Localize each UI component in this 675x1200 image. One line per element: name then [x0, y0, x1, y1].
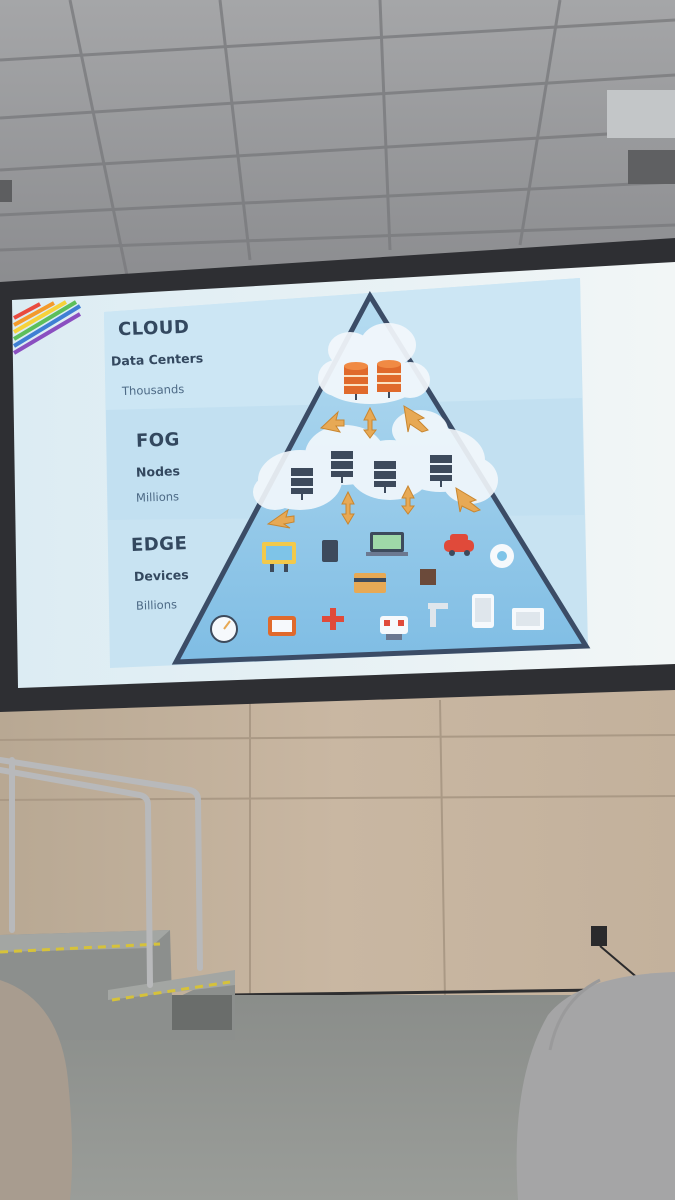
faucet-icon	[428, 603, 448, 627]
arrow-icon	[363, 406, 377, 439]
tv-icon	[268, 616, 296, 636]
wall-outlet	[591, 926, 607, 946]
tier-title-fog: FOG	[135, 429, 181, 452]
server-icon	[331, 451, 353, 483]
robot-icon	[380, 616, 408, 640]
ceiling	[0, 0, 675, 291]
thermostat-icon	[512, 608, 544, 630]
gauge-icon	[210, 615, 238, 643]
laptop-icon	[366, 532, 408, 556]
server-icon	[291, 468, 313, 500]
arrow-icon	[455, 487, 482, 513]
handrail	[0, 757, 203, 988]
slide	[12, 278, 591, 668]
tier-title-cloud: CLOUD	[117, 316, 190, 341]
audience-head-left	[0, 980, 73, 1200]
medical-icon	[322, 608, 344, 630]
ceiling-light	[607, 90, 675, 138]
database-icon	[344, 362, 368, 400]
rainbow-stripes	[12, 300, 82, 355]
tier-count-cloud: Thousands	[121, 381, 185, 399]
audience-head-right	[516, 972, 675, 1200]
tier-subtitle-cloud: Data Centers	[110, 350, 204, 369]
tier-subtitle-fog: Nodes	[135, 463, 181, 480]
server-icon	[374, 461, 396, 493]
tablet-icon	[322, 540, 338, 562]
tier-count-fog: Millions	[135, 489, 180, 505]
arrow-icon	[266, 508, 295, 529]
car-icon	[444, 534, 474, 556]
database-icon	[377, 360, 401, 398]
arrow-icon	[341, 490, 355, 525]
server-icon	[430, 455, 452, 487]
stage-stairs	[0, 930, 235, 1040]
tier-subtitle-edge: Devices	[133, 567, 189, 584]
tier-count-edge: Billions	[135, 597, 178, 613]
arrow-icon	[319, 410, 345, 433]
edge-devices	[210, 532, 544, 643]
arrow-icon	[401, 484, 415, 515]
credit-card-icon	[354, 573, 386, 593]
arrow-icon	[403, 405, 429, 433]
sensor-icon	[490, 544, 514, 568]
smartphone-icon	[472, 594, 494, 628]
chip-icon	[420, 569, 436, 585]
tier-title-edge: EDGE	[130, 533, 188, 556]
smartwatch-icon	[262, 542, 296, 572]
ceiling-vent	[628, 150, 675, 184]
